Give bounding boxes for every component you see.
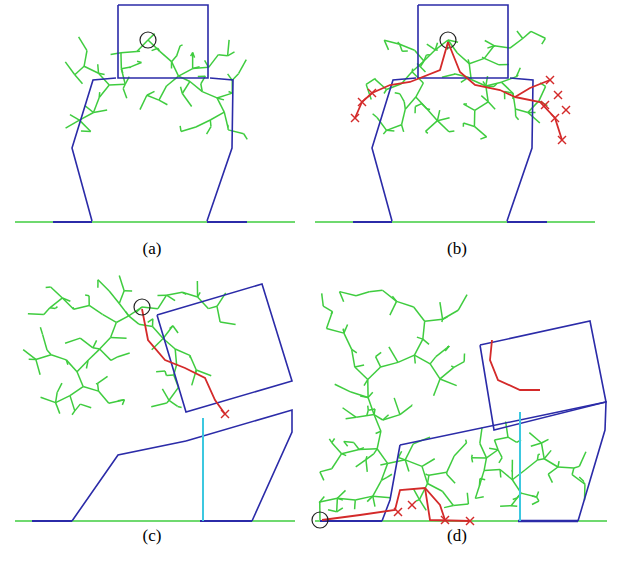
robot-foot [32,520,72,522]
robot-body [418,5,508,78]
x-mark [221,410,229,418]
support-line [202,418,204,521]
robot-body [480,321,606,430]
start-circle [440,32,456,48]
search-tree [472,422,586,507]
robot-foot [200,520,252,522]
robot-foot [518,520,578,523]
x-mark [546,76,554,84]
x-mark [368,89,376,97]
robot-foot [207,221,247,223]
x-mark [546,76,554,84]
search-tree [65,34,247,140]
x-mark [551,114,559,122]
x-mark [394,508,402,516]
solution-path [425,488,470,521]
panel-label: (a) [143,239,162,259]
search-tree [319,290,468,520]
search-tree [23,276,235,415]
x-mark [466,517,474,525]
x-mark [408,501,416,509]
support-line [519,412,521,521]
x-mark [368,89,376,97]
robot-foot [320,520,382,522]
x-mark [558,136,566,144]
panel-label: (d) [447,526,467,546]
x-mark [358,98,366,106]
x-mark [551,114,559,122]
x-mark [541,101,549,109]
panel-label: (b) [447,239,467,259]
robot-leg [372,78,416,221]
start-circle [140,32,156,48]
x-mark [221,410,229,418]
x-mark [554,91,562,99]
x-mark [441,516,449,524]
robot-leg [400,402,606,521]
start-circle [312,512,328,528]
panel-label: (c) [143,526,162,546]
solution-path [142,309,225,414]
robot-leg [72,441,186,521]
x-mark [351,114,359,122]
x-mark [554,91,562,99]
x-mark [358,98,366,106]
x-mark [394,508,402,516]
solution-path [355,42,448,118]
robot-body [118,5,208,78]
robot-leg [72,78,116,221]
x-mark [562,106,570,114]
robot-foot [507,221,547,223]
robot-leg [382,445,400,521]
solution-path [490,340,540,390]
start-circle [134,299,150,315]
x-mark [441,516,449,524]
solution-path [448,42,550,97]
x-mark [408,501,416,509]
x-mark [466,517,474,525]
x-mark [541,101,549,109]
robot-leg [207,78,233,221]
robot-leg [186,410,292,521]
x-mark [351,114,359,122]
x-mark [562,106,570,114]
solution-path [515,97,562,140]
ground-line [15,221,295,223]
robot-foot [353,221,392,223]
robot-body [157,284,292,412]
x-mark [558,136,566,144]
robot-foot [53,221,92,223]
ground-line [315,221,595,223]
